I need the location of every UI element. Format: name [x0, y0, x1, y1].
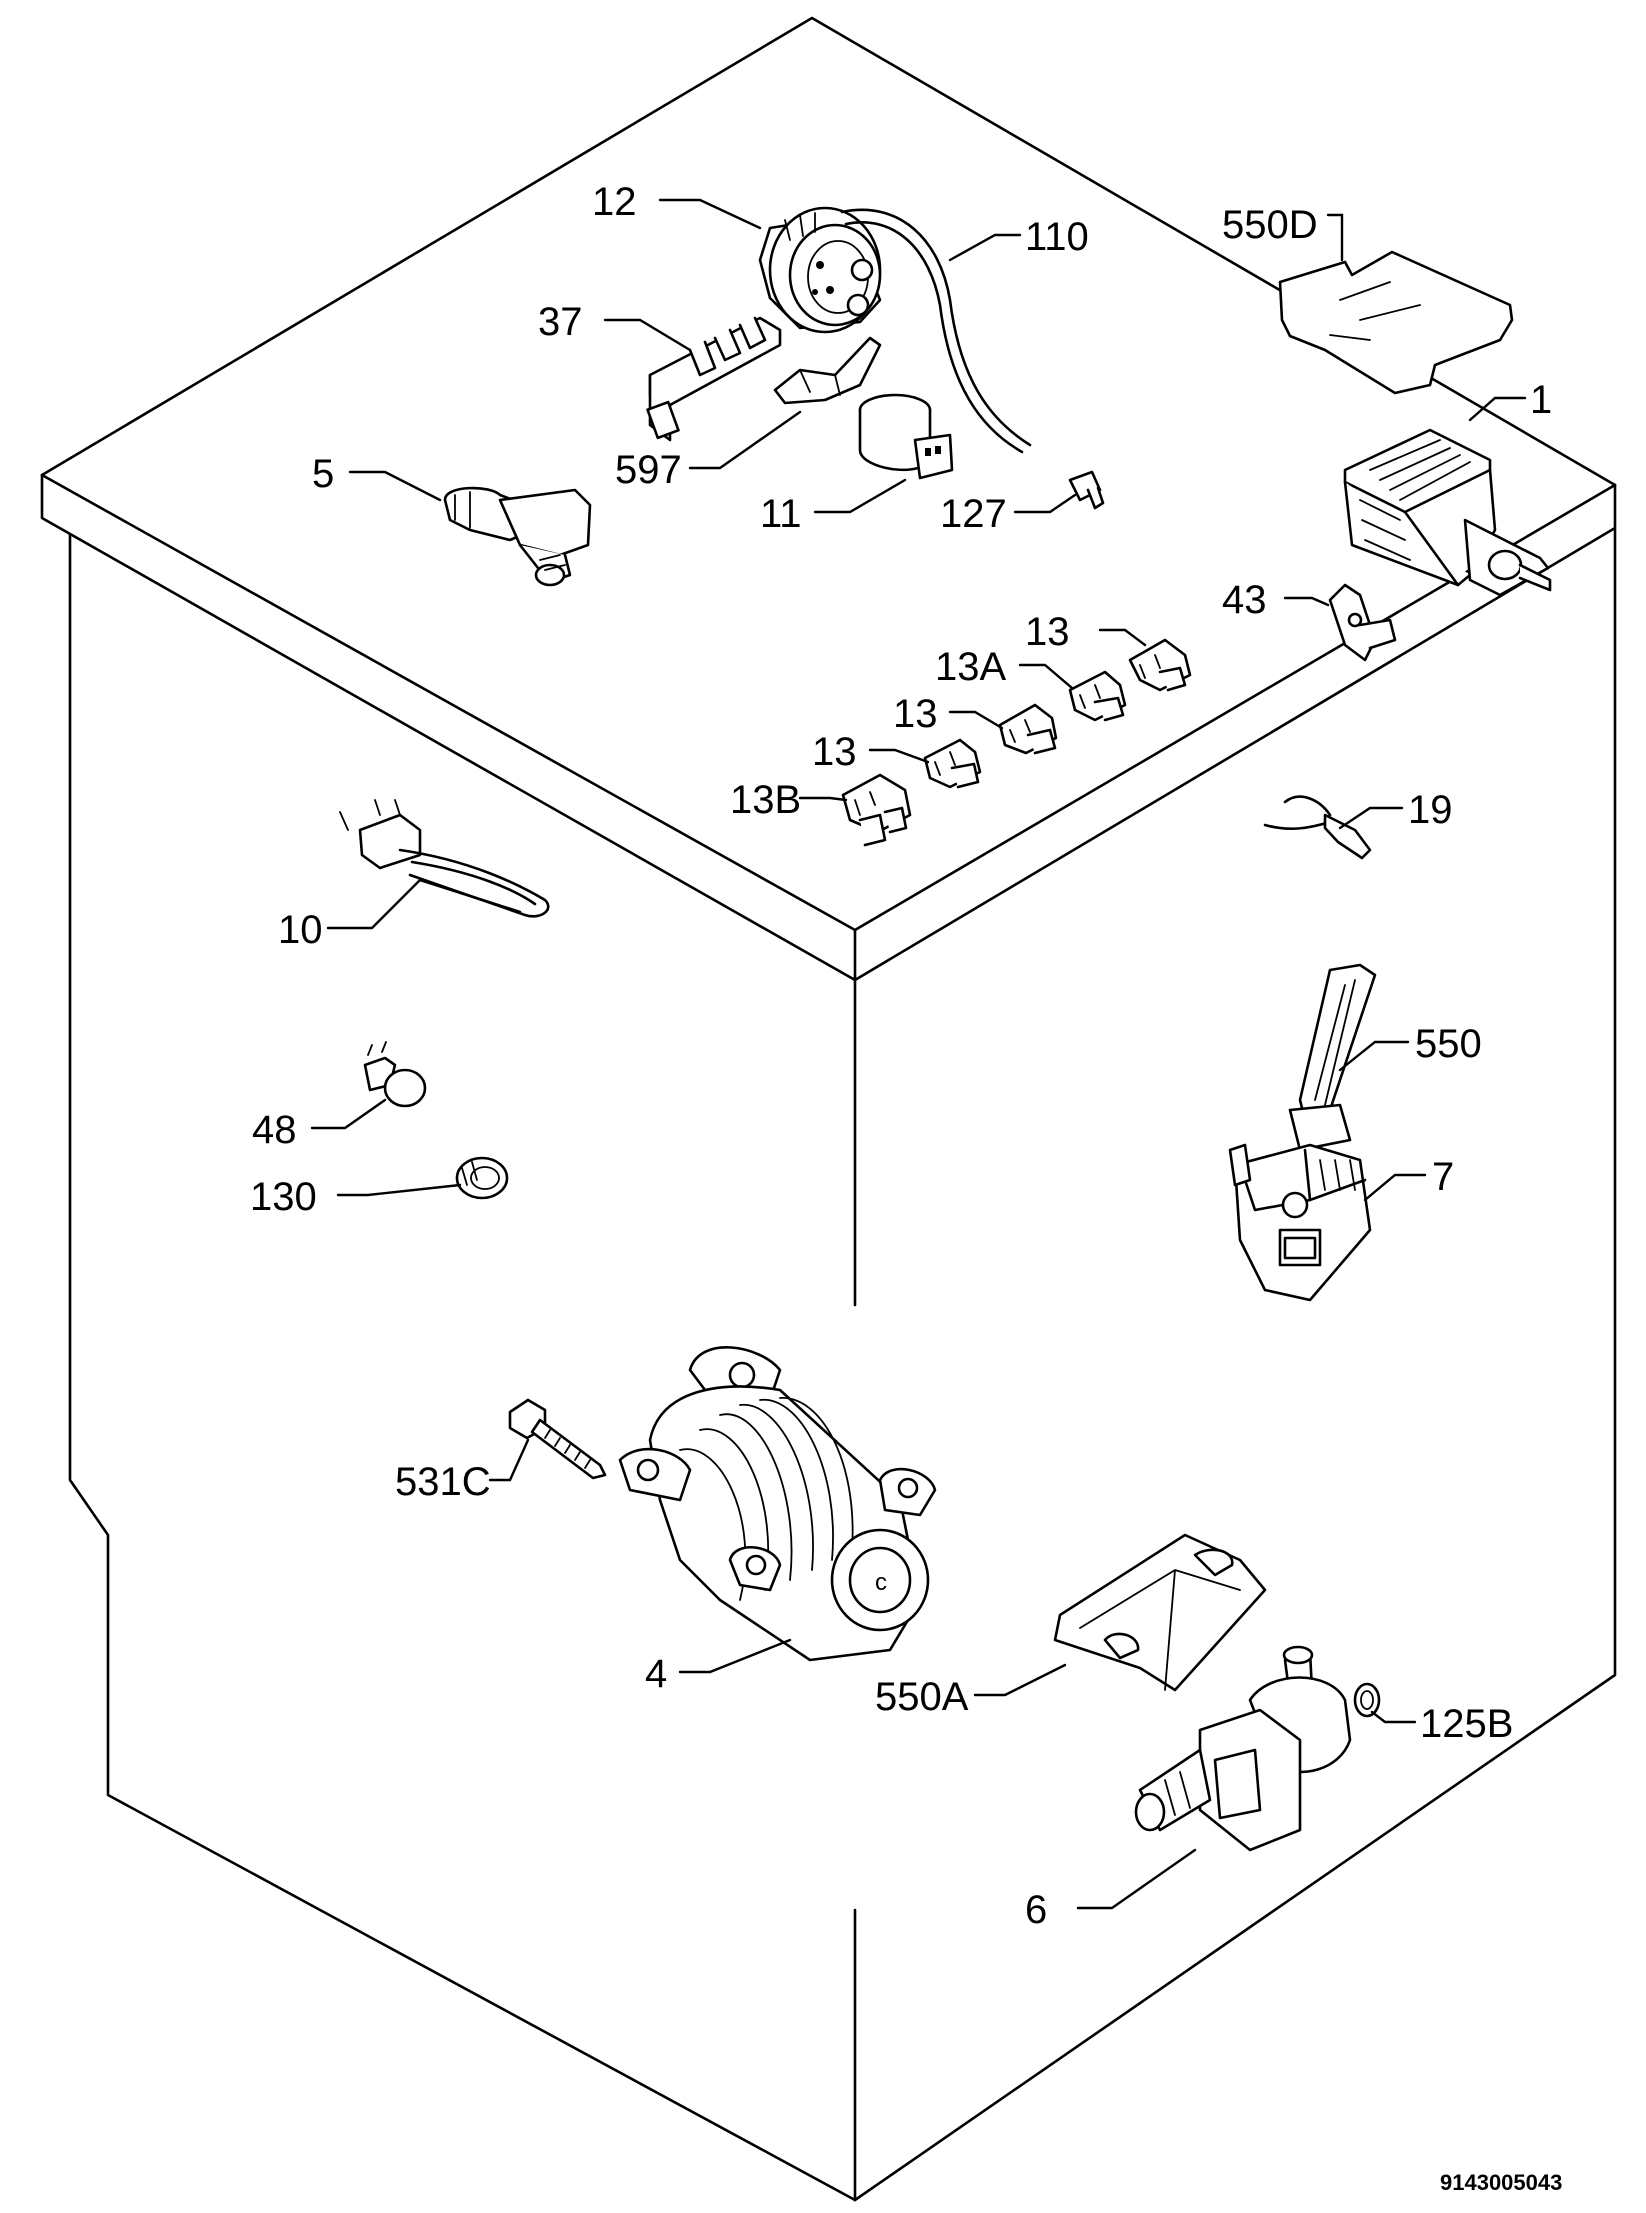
capacitor	[858, 393, 954, 480]
timer-module	[1343, 428, 1552, 597]
label-13-top: 13	[1025, 610, 1070, 654]
label-13B: 13B	[730, 778, 801, 822]
leader-13-top	[1098, 628, 1147, 647]
small-switch	[1328, 583, 1397, 662]
label-19: 19	[1408, 788, 1453, 832]
drain-pump	[1134, 1645, 1352, 1852]
sealing-ring	[1353, 1682, 1381, 1718]
motor: c	[618, 1346, 937, 1662]
leader-125B	[1370, 1710, 1417, 1724]
leader-1	[1468, 396, 1527, 422]
leader-127	[1013, 493, 1077, 514]
label-127: 127	[940, 492, 1007, 536]
heating-element	[339, 799, 550, 918]
door-lock-arm	[1288, 963, 1377, 1152]
leader-13B	[798, 796, 848, 802]
connector-13B	[841, 773, 912, 847]
leader-531C	[488, 1438, 530, 1482]
label-130: 130	[250, 1175, 317, 1219]
label-37: 37	[538, 300, 583, 344]
leader-550	[1338, 1040, 1410, 1072]
label-1: 1	[1530, 378, 1552, 422]
drawing-reference-number: 9143005043	[1440, 2170, 1562, 2195]
label-43: 43	[1222, 578, 1267, 622]
cover-plate	[1278, 250, 1514, 395]
connector-13A	[1068, 670, 1127, 722]
label-13-low: 13	[812, 730, 857, 774]
leader-11	[813, 478, 907, 514]
label-4: 4	[645, 1652, 667, 1696]
connector-13-mid	[998, 703, 1058, 755]
inlet-valve	[443, 486, 592, 587]
label-13-mid: 13	[893, 692, 938, 736]
mounting-block	[1053, 1533, 1267, 1692]
leader-lines	[310, 198, 1527, 1910]
leader-5	[348, 470, 442, 502]
connector-13-low	[923, 738, 982, 789]
temperature-sensor	[1263, 795, 1372, 860]
label-48: 48	[252, 1108, 297, 1152]
label-12: 12	[592, 180, 637, 224]
door-lock	[1228, 1143, 1372, 1302]
bolt	[508, 1398, 607, 1480]
leader-10	[326, 878, 422, 930]
svg-text:c: c	[875, 1569, 887, 1596]
label-550D: 550D	[1222, 203, 1318, 247]
leader-37	[603, 318, 692, 352]
leader-13-low	[868, 748, 930, 764]
label-6: 6	[1025, 1888, 1047, 1932]
pressure-switch	[758, 206, 882, 334]
label-550A: 550A	[875, 1675, 969, 1719]
label-7: 7	[1432, 1155, 1454, 1199]
terminal-block	[646, 316, 782, 442]
leader-130	[336, 1183, 462, 1197]
clip	[773, 336, 882, 405]
label-5: 5	[312, 452, 334, 496]
label-10: 10	[278, 908, 323, 952]
label-531C: 531C	[395, 1460, 491, 1504]
door-switch	[363, 1041, 427, 1108]
leader-13A	[1018, 663, 1074, 690]
leader-19	[1338, 806, 1404, 830]
leader-48	[310, 1098, 387, 1130]
leader-43	[1283, 596, 1330, 607]
small-connector	[1068, 470, 1105, 510]
leader-4	[678, 1638, 792, 1674]
nut	[455, 1156, 509, 1200]
leader-12	[658, 198, 762, 230]
connector-13-top	[1128, 638, 1192, 692]
leader-6	[1076, 1848, 1197, 1910]
label-125B: 125B	[1420, 1702, 1513, 1746]
label-11: 11	[760, 492, 802, 536]
pressure-hose	[840, 208, 1032, 454]
label-597: 597	[615, 448, 682, 492]
leader-550A	[973, 1663, 1067, 1697]
leader-110	[948, 233, 1022, 262]
leader-550D	[1326, 213, 1344, 262]
leader-597	[688, 410, 802, 470]
leader-13-mid	[948, 710, 1004, 730]
label-550: 550	[1415, 1022, 1482, 1066]
label-13A: 13A	[935, 645, 1006, 689]
callout-labels: 12 110 550D 37 1 5 597 11 127 43 13 13A …	[250, 180, 1552, 1932]
leader-7	[1363, 1173, 1427, 1202]
label-110: 110	[1025, 215, 1089, 259]
